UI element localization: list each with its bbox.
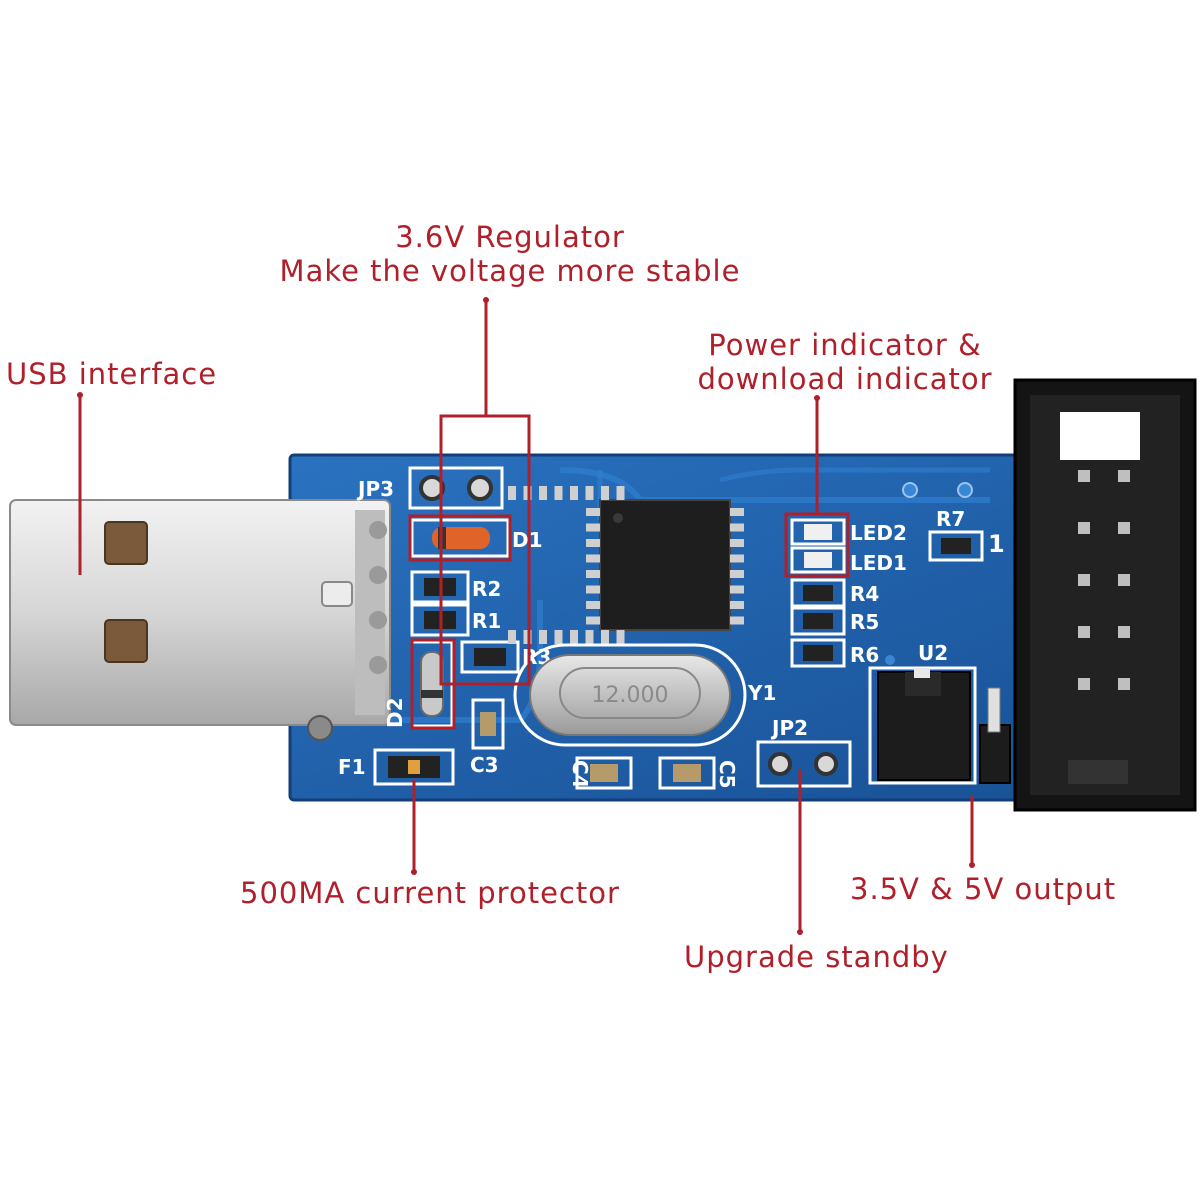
regulator-callout-line1: 3.6V Regulator bbox=[395, 220, 625, 254]
label-jp3: JP3 bbox=[356, 477, 394, 501]
led1 bbox=[790, 546, 846, 574]
indicator-callout-line1: Power indicator & bbox=[708, 328, 982, 362]
microcontroller-chip bbox=[599, 499, 731, 631]
indicator-callout-box bbox=[784, 395, 850, 578]
label-r5: R5 bbox=[850, 610, 879, 634]
jp2-header bbox=[756, 740, 852, 788]
chip-pin bbox=[601, 486, 609, 500]
chip-pin bbox=[586, 585, 600, 594]
chip-pin bbox=[508, 630, 516, 644]
c3-capacitor bbox=[471, 698, 505, 750]
chip-pin bbox=[730, 508, 744, 516]
output-callout: 3.5V & 5V output bbox=[850, 872, 1117, 906]
jp3-header bbox=[408, 466, 504, 510]
chip-pin bbox=[730, 585, 744, 594]
regulator-callout-box bbox=[439, 297, 531, 686]
chip-pin bbox=[586, 554, 600, 563]
chip-pin bbox=[508, 486, 516, 500]
crystal-marking: 12.000 bbox=[592, 683, 669, 708]
r5-resistor bbox=[790, 606, 846, 636]
current-callout: 500MA current protector bbox=[240, 876, 620, 910]
chip-pin bbox=[730, 570, 744, 578]
chip-pin bbox=[730, 554, 744, 563]
chip-pin bbox=[585, 486, 594, 500]
chip-pin bbox=[586, 539, 600, 547]
chip-pin bbox=[730, 523, 744, 532]
label-r1: R1 bbox=[472, 609, 501, 633]
label-led1: LED1 bbox=[850, 551, 907, 575]
label-r2: R2 bbox=[472, 577, 501, 601]
current-callout-line bbox=[411, 780, 417, 875]
chip-pin bbox=[539, 630, 547, 644]
chip-pin bbox=[586, 570, 600, 578]
chip-pin bbox=[539, 486, 547, 500]
output-callout-line bbox=[969, 795, 975, 868]
idc-pin bbox=[1118, 470, 1130, 482]
idc-pin bbox=[1118, 522, 1130, 534]
label-r7: R7 bbox=[936, 507, 965, 531]
led2 bbox=[790, 518, 846, 546]
idc-pin bbox=[1118, 626, 1130, 638]
chip-pins bbox=[508, 486, 744, 644]
u2-jumper bbox=[868, 666, 1011, 785]
chip-pin bbox=[616, 486, 625, 500]
regulator-callout-line2: Make the voltage more stable bbox=[279, 254, 741, 288]
label-d1: D1 bbox=[512, 528, 543, 552]
r6-resistor bbox=[790, 638, 846, 668]
idc-pin bbox=[1118, 678, 1130, 690]
upgrade-callout: Upgrade standby bbox=[684, 940, 949, 974]
chip-pin bbox=[585, 630, 594, 644]
label-c4: C4 bbox=[568, 760, 592, 789]
indicator-callout: Power indicator & download indicator bbox=[680, 328, 1010, 396]
label-c5: C5 bbox=[715, 760, 739, 789]
upgrade-callout-line bbox=[797, 770, 803, 935]
usb-connector bbox=[9, 499, 391, 741]
r3-resistor bbox=[460, 640, 520, 674]
idc-pins bbox=[1078, 470, 1130, 690]
chip-pin bbox=[570, 630, 578, 644]
label-y1: Y1 bbox=[747, 681, 776, 705]
r7-resistor bbox=[928, 530, 984, 562]
label-r6: R6 bbox=[850, 643, 879, 667]
chip-pin bbox=[730, 539, 744, 547]
r4-resistor bbox=[790, 578, 846, 608]
label-f1: F1 bbox=[338, 755, 366, 779]
idc-pin bbox=[1078, 470, 1090, 482]
idc-pin bbox=[1118, 574, 1130, 586]
chip-pin bbox=[554, 630, 563, 644]
regulator-callout: 3.6V Regulator Make the voltage more sta… bbox=[240, 220, 780, 288]
y1-crystal bbox=[513, 643, 747, 747]
idc-header bbox=[1013, 378, 1197, 812]
chip-pin bbox=[586, 616, 600, 625]
chip-pin bbox=[554, 486, 563, 500]
label-r4: R4 bbox=[850, 582, 879, 606]
indicator-callout-line2: download indicator bbox=[697, 362, 993, 396]
chip-pin bbox=[586, 601, 600, 609]
chip-pin bbox=[730, 616, 744, 625]
c4-capacitor bbox=[575, 756, 633, 790]
chip-pin bbox=[586, 508, 600, 516]
chip-pin bbox=[601, 630, 609, 644]
chip-pin bbox=[586, 523, 600, 532]
label-u2: U2 bbox=[918, 641, 948, 665]
chip-pin bbox=[616, 630, 625, 644]
d1-callout-box bbox=[408, 514, 512, 562]
label-d2: D2 bbox=[383, 697, 407, 728]
chip-pin bbox=[730, 601, 744, 609]
d2-callout-box bbox=[410, 638, 456, 730]
label-jp2: JP2 bbox=[770, 716, 808, 740]
idc-pin bbox=[1078, 678, 1090, 690]
label-c3: C3 bbox=[470, 753, 499, 777]
label-pin1: 1 bbox=[988, 530, 1005, 558]
idc-pin bbox=[1078, 626, 1090, 638]
idc-pin bbox=[1078, 574, 1090, 586]
usb-callout: USB interface bbox=[6, 357, 218, 391]
chip-pin bbox=[570, 486, 578, 500]
idc-pin bbox=[1078, 522, 1090, 534]
c5-capacitor bbox=[658, 756, 716, 790]
usb-callout-line bbox=[77, 392, 83, 575]
label-led2: LED2 bbox=[850, 521, 907, 545]
